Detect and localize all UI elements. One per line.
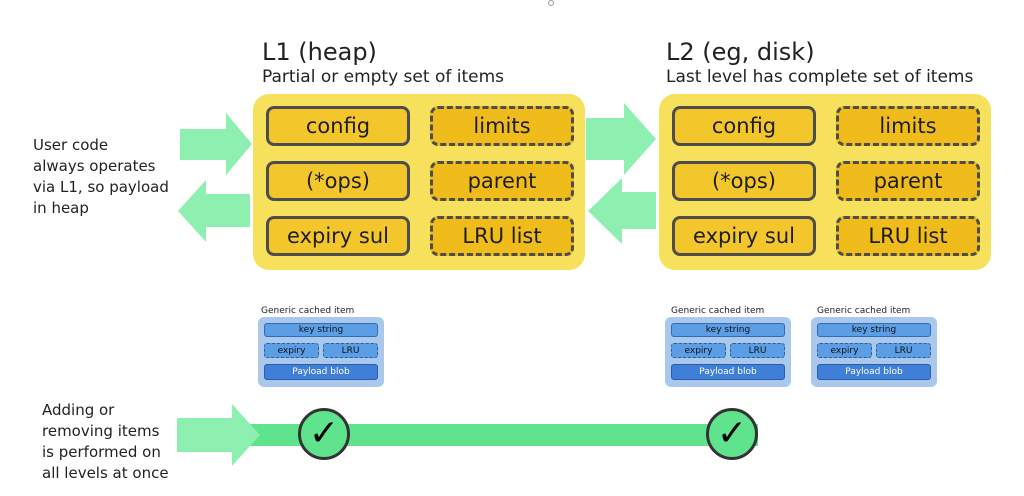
- l2-config-cell: config: [672, 106, 816, 146]
- l1-parent-cell: parent: [430, 161, 574, 201]
- bottom-note-line: removing items: [42, 422, 160, 440]
- l2-lru-cell: LRU list: [836, 216, 980, 256]
- cached-item-label: Generic cached item: [261, 306, 355, 316]
- arrow-left-icon: [588, 178, 656, 244]
- top-marker: [548, 0, 554, 6]
- item-payload-blob: Payload blob: [671, 364, 785, 380]
- item-key-string: key string: [671, 323, 785, 337]
- user-note-line: always operates: [33, 157, 156, 175]
- item-lru: LRU: [323, 343, 378, 358]
- cached-item-l2-a: key string expiry LRU Payload blob: [665, 317, 791, 387]
- item-payload-blob: Payload blob: [264, 364, 378, 380]
- item-expiry: expiry: [817, 343, 872, 358]
- check-circle-icon: ✓: [706, 408, 758, 460]
- user-note-line: User code: [33, 136, 109, 154]
- arrow-right-icon: [177, 404, 260, 466]
- item-key-string: key string: [264, 323, 378, 337]
- l1-config-cell: config: [266, 106, 410, 146]
- l2-panel: config limits (*ops) parent expiry sul L…: [659, 94, 991, 270]
- item-payload-blob: Payload blob: [817, 364, 931, 380]
- l2-limits-cell: limits: [836, 106, 980, 146]
- cached-item-label: Generic cached item: [817, 306, 911, 316]
- item-expiry: expiry: [264, 343, 319, 358]
- sync-bar: [238, 424, 758, 446]
- item-lru: LRU: [730, 343, 785, 358]
- l1-lru-cell: LRU list: [430, 216, 574, 256]
- item-key-string: key string: [817, 323, 931, 337]
- user-code-note: User code always operates via L1, so pay…: [33, 135, 169, 219]
- l1-expiry-cell: expiry sul: [266, 216, 410, 256]
- l2-title: L2 (eg, disk): [666, 38, 815, 66]
- arrow-right-icon: [586, 103, 656, 175]
- l1-panel: config limits (*ops) parent expiry sul L…: [253, 94, 585, 270]
- l1-title: L1 (heap): [262, 38, 377, 66]
- user-note-line: via L1, so payload: [33, 178, 169, 196]
- l1-ops-cell: (*ops): [266, 161, 410, 201]
- l2-expiry-cell: expiry sul: [672, 216, 816, 256]
- l1-subtitle: Partial or empty set of items: [262, 67, 505, 87]
- bottom-note-line: is performed on: [42, 443, 161, 461]
- bottom-note-line: Adding or: [42, 401, 115, 419]
- check-circle-icon: ✓: [298, 408, 350, 460]
- cached-item-l1: key string expiry LRU Payload blob: [258, 317, 384, 387]
- cached-item-l2-b: key string expiry LRU Payload blob: [811, 317, 937, 387]
- l2-parent-cell: parent: [836, 161, 980, 201]
- bottom-note-line: all levels at once: [42, 464, 169, 482]
- arrow-right-icon: [180, 113, 252, 175]
- l1-limits-cell: limits: [430, 106, 574, 146]
- cached-item-label: Generic cached item: [671, 306, 765, 316]
- item-expiry: expiry: [671, 343, 726, 358]
- item-lru: LRU: [876, 343, 931, 358]
- bottom-note: Adding or removing items is performed on…: [42, 400, 169, 484]
- l2-ops-cell: (*ops): [672, 161, 816, 201]
- arrow-left-icon: [178, 180, 250, 242]
- l2-subtitle: Last level has complete set of items: [666, 67, 974, 87]
- user-note-line: in heap: [33, 199, 89, 217]
